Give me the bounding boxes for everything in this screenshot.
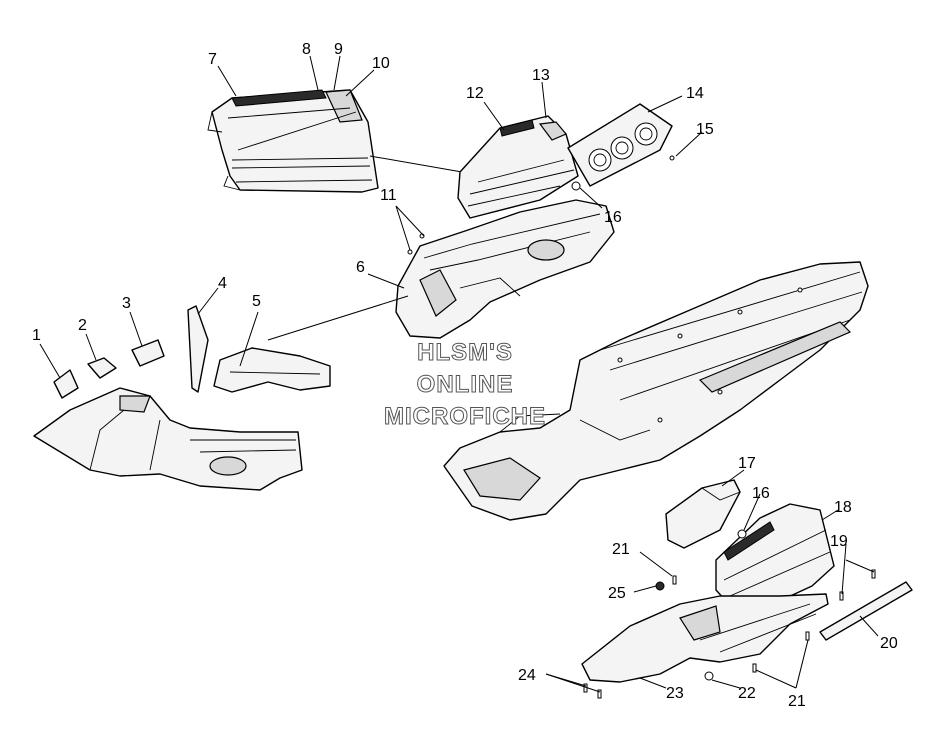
callout-10: 10	[372, 55, 390, 72]
callout-25: 25	[608, 585, 626, 602]
hood-cover-part	[457, 115, 579, 219]
callout-8: 8	[302, 41, 311, 58]
callout-17: 17	[738, 455, 756, 472]
callout-3: 3	[122, 295, 131, 312]
callout-20: 20	[880, 635, 898, 652]
callout-9: 9	[334, 41, 343, 58]
watermark-line-2: ONLINE	[417, 371, 514, 398]
callout-2: 2	[78, 317, 87, 334]
part-17-box	[665, 479, 741, 549]
watermark: HLSM'S ONLINE MICROFICHE	[384, 339, 546, 431]
callout-22: 22	[738, 685, 756, 702]
callout-11: 11	[380, 187, 397, 204]
part-5-panel	[213, 347, 331, 393]
gauge-panel-part	[567, 103, 673, 187]
part-1-cover	[53, 369, 79, 399]
callout-19: 19	[830, 533, 848, 550]
callout-6: 6	[356, 259, 365, 276]
callout-labels: 1 2 3 4 5 6 7 8 9 10 11 12 13 14 15 16 1…	[32, 41, 898, 710]
callout-21-right: 21	[788, 693, 806, 710]
part-4-strip	[187, 305, 209, 393]
main-chassis-part	[443, 261, 869, 521]
part-2-bracket	[87, 357, 117, 379]
callout-4: 4	[218, 275, 227, 292]
left-side-panel-part	[33, 387, 303, 491]
callout-21-left: 21	[612, 541, 630, 558]
callout-16-upper: 16	[604, 209, 622, 226]
part-23-bumper	[581, 593, 829, 683]
callout-5: 5	[252, 293, 261, 310]
watermark-line-1: HLSM'S	[417, 339, 513, 366]
part-20-rod	[819, 581, 913, 641]
callout-7: 7	[208, 51, 217, 68]
callout-14: 14	[686, 85, 704, 102]
callout-16-lower: 16	[752, 485, 770, 502]
callout-24: 24	[518, 667, 536, 684]
callout-15: 15	[696, 121, 714, 138]
callout-13: 13	[532, 67, 550, 84]
callout-1: 1	[32, 327, 41, 344]
part-18-nose-pan	[715, 503, 835, 613]
assembly-link-line	[369, 155, 463, 173]
callout-12: 12	[466, 85, 484, 102]
watermark-line-3: MICROFICHE	[384, 403, 546, 430]
part-5-link-line	[267, 295, 409, 341]
leader-lines	[39, 55, 879, 693]
part-3-bracket	[131, 339, 165, 367]
windshield-panel-assembly	[207, 89, 379, 193]
callout-23: 23	[666, 685, 684, 702]
callout-18: 18	[834, 499, 852, 516]
console-part	[395, 199, 615, 339]
